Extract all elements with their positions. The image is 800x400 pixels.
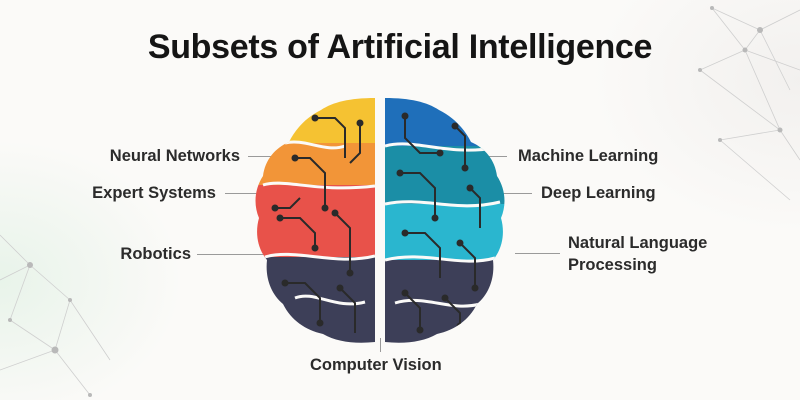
label-expert-systems: Expert Systems [92, 184, 216, 202]
connector-expert-systems [225, 193, 270, 194]
brain-region-blue [385, 98, 505, 146]
connector-computer-vision [380, 338, 381, 352]
label-machine-learning: Machine Learning [518, 147, 659, 165]
label-nlp-line1: Natural Language [568, 234, 708, 252]
connector-neural-networks [248, 156, 293, 157]
connector-nlp [515, 253, 560, 254]
connector-robotics [197, 254, 265, 255]
label-neural-networks: Neural Networks [109, 147, 240, 165]
label-nlp-line2: Processing [568, 256, 657, 274]
connector-deep-learning [490, 193, 532, 194]
brain-left-hemisphere [255, 98, 375, 343]
brain-circuit-illustration [255, 98, 505, 343]
brain-region-cyan [385, 204, 505, 260]
label-computer-vision: Computer Vision [310, 356, 442, 374]
label-nlp: Natural Language Processing [568, 232, 707, 276]
label-deep-learning: Deep Learning [541, 184, 656, 202]
page-title: Subsets of Artificial Intelligence [147, 28, 653, 66]
brain-region-teal [385, 146, 505, 204]
brain-right-hemisphere [385, 98, 505, 343]
label-robotics: Robotics [120, 245, 191, 263]
brain-region-orange [255, 143, 375, 185]
